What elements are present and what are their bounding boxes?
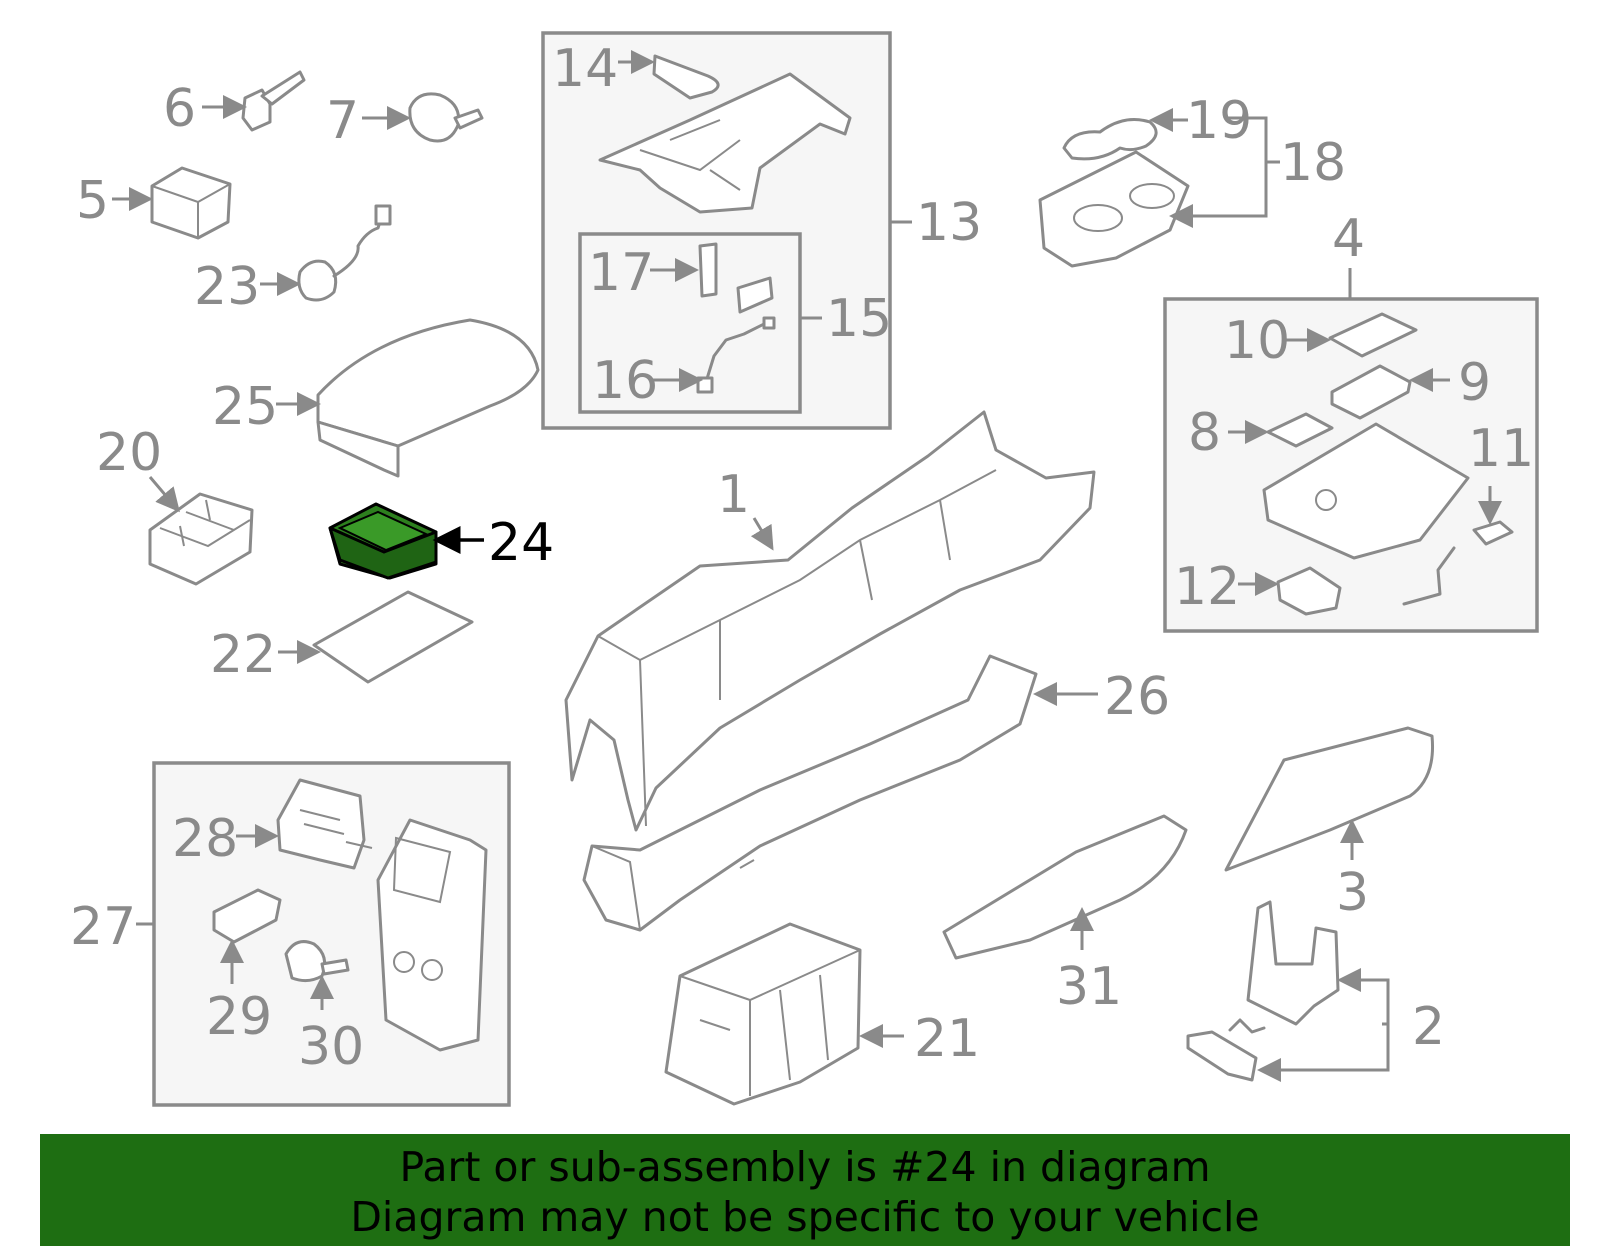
part-7-knob[interactable] [408, 92, 484, 143]
part-24-storage-tray[interactable] [328, 502, 438, 580]
callout-25: 25 [212, 377, 278, 437]
part-17-clip[interactable] [698, 242, 774, 314]
part-25-armrest-lid[interactable] [316, 318, 540, 478]
part-2-bracket[interactable] [1186, 900, 1340, 1082]
callout-10: 10 [1224, 311, 1290, 371]
banner-line-2: Diagram may not be specific to your vehi… [350, 1193, 1260, 1241]
callout-31: 31 [1056, 957, 1122, 1017]
part-10-pad[interactable] [1328, 312, 1418, 358]
banner-line-1: Part or sub-assembly is #24 in diagram [399, 1143, 1211, 1191]
callout-26: 26 [1104, 667, 1170, 727]
part-12-module[interactable] [1276, 566, 1342, 616]
callout-6: 6 [163, 79, 196, 139]
part-6-switch[interactable] [241, 70, 306, 132]
part-29-switch[interactable] [212, 888, 282, 944]
part-18-19-cupholder[interactable] [1038, 118, 1190, 268]
callout-21: 21 [914, 1009, 980, 1069]
part-23-wire-socket[interactable] [297, 204, 392, 302]
callout-1: 1 [717, 465, 750, 525]
part-22-mat[interactable] [312, 590, 474, 684]
part-21-bin-assembly[interactable] [664, 922, 862, 1106]
part-27-rear-panel[interactable] [376, 818, 488, 1052]
callout-4: 4 [1332, 209, 1365, 269]
callout-18: 18 [1280, 133, 1346, 193]
part-4-wireless-charger[interactable] [1262, 422, 1470, 560]
callout-12: 12 [1174, 557, 1240, 617]
callout-24: 24 [488, 513, 554, 573]
callout-28: 28 [172, 809, 238, 869]
part-31-side-trim[interactable] [942, 814, 1188, 960]
callout-14: 14 [552, 39, 618, 99]
callout-5: 5 [76, 171, 109, 231]
callout-3: 3 [1336, 863, 1369, 923]
callout-22: 22 [210, 625, 276, 685]
part-8-pad[interactable] [1266, 412, 1334, 448]
callout-9: 9 [1458, 353, 1491, 413]
callout-19: 19 [1186, 91, 1252, 151]
part-5-socket[interactable] [150, 166, 232, 240]
part-26-lower-panel[interactable] [582, 654, 1038, 932]
part-20-switch-panel[interactable] [148, 492, 254, 586]
part-9-pad[interactable] [1330, 364, 1412, 420]
part-30-knob[interactable] [284, 940, 350, 983]
part-28-rear-vent[interactable] [276, 778, 373, 870]
callout-13: 13 [916, 193, 982, 253]
part-13-14-console-upper[interactable] [598, 54, 852, 214]
callout-29: 29 [206, 987, 272, 1047]
info-banner: Part or sub-assembly is #24 in diagram D… [40, 1134, 1570, 1246]
part-11-bracket[interactable] [1402, 520, 1514, 606]
callout-27: 27 [70, 897, 136, 957]
callout-7: 7 [326, 91, 359, 151]
callout-15: 15 [826, 289, 892, 349]
callout-8: 8 [1188, 403, 1221, 463]
callout-2: 2 [1412, 997, 1445, 1057]
callout-labels: 1 2 3 4 5 6 7 8 9 10 11 12 13 14 15 16 1… [70, 39, 1534, 1077]
callout-17: 17 [588, 243, 654, 303]
part-1-console-body[interactable] [564, 410, 1096, 832]
callout-16: 16 [592, 351, 658, 411]
callout-11: 11 [1468, 419, 1534, 479]
callout-30: 30 [298, 1017, 364, 1077]
part-3-side-trim[interactable] [1224, 726, 1435, 872]
leader-arrows [112, 50, 1502, 1082]
callout-20: 20 [96, 423, 162, 483]
callout-23: 23 [194, 257, 260, 317]
